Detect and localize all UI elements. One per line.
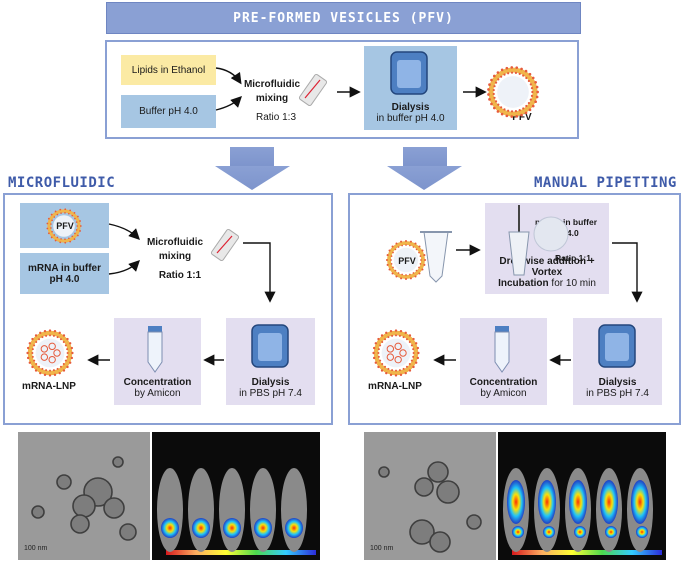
mf-dialysis-title: Dialysis	[251, 377, 290, 388]
lipids-box: Lipids in Ethanol	[121, 55, 216, 85]
mf-mixing-line2: mixing	[158, 250, 192, 262]
mp-drop-label: mRNA in buffer pH 4.0	[531, 217, 601, 238]
pfv-product: PFV	[512, 112, 532, 123]
mp-pfv-label: PFV	[398, 256, 416, 266]
mp-dialysis-title: Dialysis	[598, 377, 637, 388]
mp-dialysis-subtitle: in PBS pH 7.4	[586, 388, 649, 399]
mf-mrna-line1: mRNA in buffer	[28, 262, 101, 274]
mixing-line2: mixing	[255, 92, 289, 104]
mf-product: mRNA-LNP	[22, 381, 76, 392]
mf-concentration-box: Concentration by Amicon	[114, 318, 201, 405]
mixing-line1: Microfluidic	[243, 79, 301, 90]
mf-concentration-title: Concentration	[123, 377, 192, 388]
buffer-label: Buffer pH 4.0	[139, 106, 198, 117]
microfluidic-title: MICROFLUIDIC	[8, 175, 116, 191]
mf-mixing-line1: Microfluidic	[146, 237, 204, 248]
cryo-tem-image-right	[364, 432, 496, 560]
mp-drop-line2: pH 4.0	[553, 227, 579, 238]
mp-concentration-box: Concentration by Amicon	[460, 318, 547, 405]
bioluminescence-image-right	[498, 432, 666, 560]
big-arrow-right	[387, 147, 462, 190]
cryo-tem-image-left	[18, 432, 150, 560]
page-title: PRE-FORMED VESICLES (PFV)	[233, 10, 454, 26]
mp-concentration-title: Concentration	[469, 377, 538, 388]
mf-pfv-label: PFV	[56, 221, 74, 231]
mp-drop-line1: mRNA in buffer	[534, 217, 597, 227]
pfv-ratio: Ratio 1:3	[255, 112, 297, 123]
mp-product: mRNA-LNP	[368, 381, 422, 392]
mf-ratio: Ratio 1:1	[158, 270, 202, 281]
manual-title: MANUAL PIPETTING	[534, 175, 677, 191]
mf-mrna-line2: pH 4.0	[49, 273, 80, 285]
mp-step-duration: for 10 min	[548, 278, 596, 289]
mp-step-incubation: Incubation	[498, 278, 549, 289]
buffer-box: Buffer pH 4.0	[121, 95, 216, 128]
dialysis-subtitle: in buffer pH 4.0	[376, 113, 445, 124]
bioluminescence-image-left	[152, 432, 320, 560]
scale-bar-right: 100 nm	[370, 545, 394, 552]
mp-dialysis-box: Dialysis in PBS pH 7.4	[573, 318, 662, 405]
mp-step-line1: Dropwise addition + Vortex	[499, 256, 595, 278]
mf-dialysis-box: Dialysis in PBS pH 7.4	[226, 318, 315, 405]
pfv-dialysis-box: Dialysis in buffer pH 4.0	[364, 46, 457, 130]
big-arrow-left	[215, 147, 290, 190]
mf-dialysis-subtitle: in PBS pH 7.4	[239, 388, 302, 399]
dialysis-title: Dialysis	[391, 102, 430, 113]
mp-concentration-subtitle: by Amicon	[480, 388, 527, 399]
mf-mrna-box: mRNA in buffer pH 4.0	[20, 253, 109, 294]
mf-mixing-label: Microfluidic mixing	[141, 236, 209, 263]
pfv-mixing-label: Microfluidic mixing	[238, 78, 306, 105]
scale-bar-left: 100 nm	[24, 545, 48, 552]
mf-concentration-subtitle: by Amicon	[134, 388, 181, 399]
lipids-label: Lipids in Ethanol	[131, 64, 206, 76]
header-banner: PRE-FORMED VESICLES (PFV)	[106, 2, 581, 34]
mp-ratio: Ratio 1:1	[555, 253, 591, 263]
